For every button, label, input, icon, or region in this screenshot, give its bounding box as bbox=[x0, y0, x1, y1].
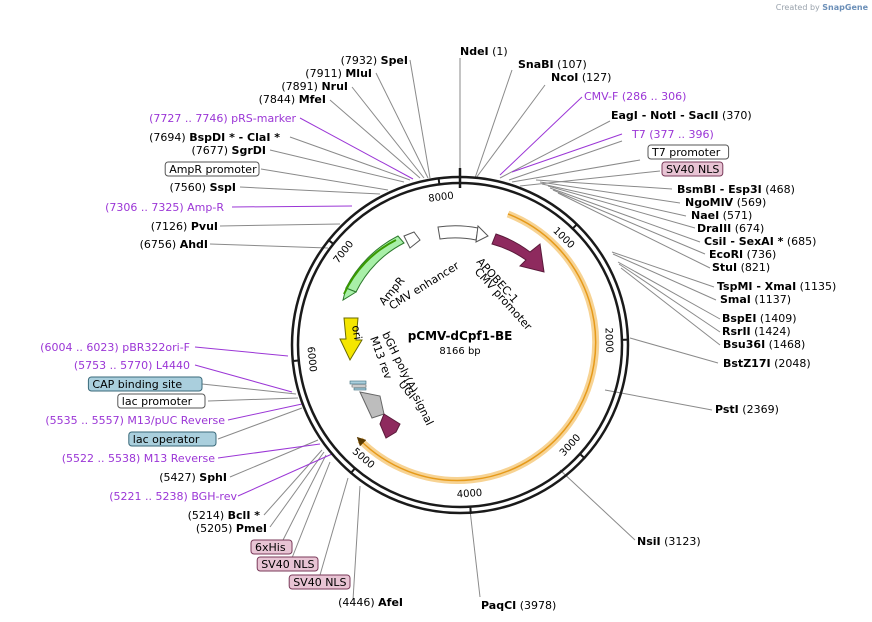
bgh-feature bbox=[359, 391, 385, 419]
cmv-promoter-label: CMV promoter bbox=[472, 265, 535, 333]
apobec-feature bbox=[491, 233, 545, 273]
tick-label: 4000 bbox=[456, 488, 482, 501]
feature-box-label: CAP binding site bbox=[92, 378, 182, 391]
right-labels: NdeI (1) SnaBI (107)NcoI (127) CMV-F (286 … bbox=[460, 45, 836, 612]
enzyme-label: (7677) SgrDI bbox=[191, 144, 266, 157]
feature-box bbox=[288, 574, 351, 590]
tick-mark bbox=[349, 466, 357, 475]
enzyme-label: DraIII (674) bbox=[697, 222, 764, 235]
tick-mark bbox=[291, 359, 300, 363]
enzyme-label: (5427) SphI bbox=[159, 471, 227, 484]
primer-label: CMV-F (286 .. 306) bbox=[584, 90, 686, 103]
enzyme-label: SmaI (1137) bbox=[720, 293, 791, 306]
leader-lines bbox=[201, 58, 721, 601]
enzyme-label: NgoMIV (569) bbox=[685, 196, 766, 209]
enzyme-label: CsiI - SexAI * (685) bbox=[704, 235, 816, 248]
enzyme-label: EcoRI (736) bbox=[709, 248, 776, 261]
enzyme-label: RsrII (1424) bbox=[722, 325, 791, 338]
plasmid-size: 8166 bp bbox=[439, 346, 480, 357]
feature-box bbox=[661, 161, 724, 177]
enzyme-label: StuI (821) bbox=[712, 261, 770, 274]
feature-box-label: lac promoter bbox=[122, 395, 193, 408]
primer-label: (7306 .. 7325) Amp-R bbox=[105, 201, 224, 214]
feature-box bbox=[256, 556, 319, 572]
enzyme-label: BstZ17I (2048) bbox=[723, 357, 811, 370]
enzyme-label: (6756) AhdI bbox=[140, 238, 208, 251]
cmv-enhancer-feature bbox=[437, 225, 479, 241]
primer-label: (5753 .. 5770) L4440 bbox=[74, 359, 190, 372]
credit: Created by SnapGene bbox=[776, 3, 868, 12]
enzyme-label: PaqCI (3978) bbox=[481, 599, 556, 612]
tick-label: 6000 bbox=[305, 346, 318, 372]
feature-box-label: SV40 NLS bbox=[261, 558, 314, 571]
enzyme-label: NaeI (571) bbox=[691, 209, 752, 222]
feature-box bbox=[117, 393, 206, 409]
feature-box bbox=[647, 144, 730, 160]
enzyme-label: (7891) NruI bbox=[281, 80, 348, 93]
enzyme-label: (7560) SspI bbox=[169, 181, 236, 194]
primer-leader-lines bbox=[194, 96, 623, 497]
primer-label: (7727 .. 7746) pRS-marker bbox=[149, 112, 296, 125]
tick-mark bbox=[578, 452, 586, 460]
enzyme-label: (7126) PvuI bbox=[151, 220, 218, 233]
tick-label: 8000 bbox=[428, 191, 455, 205]
enzyme-label: (7694) BspDI * - ClaI * bbox=[149, 131, 280, 144]
tick-mark bbox=[327, 238, 335, 246]
feature-box-label: AmpR promoter bbox=[169, 163, 257, 176]
enzyme-label: TspMI - XmaI (1135) bbox=[717, 280, 836, 293]
enzyme-label: SnaBI (107) bbox=[518, 58, 587, 71]
credit-prefix: Created by bbox=[775, 3, 820, 12]
primer-label: (5221 .. 5238) BGH-rev bbox=[109, 490, 237, 503]
tick-label: 2000 bbox=[602, 327, 614, 353]
enzyme-label: (4446) AfeI bbox=[338, 596, 403, 609]
enzyme-label: (7844) MfeI bbox=[259, 93, 326, 106]
feature-box bbox=[87, 376, 203, 392]
enzyme-label: Bsu36I (1468) bbox=[723, 338, 805, 351]
enzyme-label: NcoI (127) bbox=[551, 71, 611, 84]
ampr-inner-line bbox=[343, 239, 397, 295]
tick-mark bbox=[437, 177, 441, 186]
snapgene-logo: SnapGene bbox=[822, 3, 868, 12]
primer-label: (5535 .. 5557) M13/pUC Reverse bbox=[45, 414, 225, 427]
ampr-promoter-feature bbox=[403, 231, 421, 249]
feature-box bbox=[128, 431, 217, 447]
tick-mark bbox=[571, 222, 579, 231]
enzyme-label: BsmBI - Esp3I (468) bbox=[677, 183, 795, 196]
feature-box bbox=[164, 161, 260, 177]
enzyme-label: (5214) BclI * bbox=[188, 509, 261, 522]
enzyme-label: (7932) SpeI bbox=[341, 54, 408, 67]
enzyme-label: NdeI (1) bbox=[460, 45, 508, 58]
enzyme-label: (5205) PmeI bbox=[196, 522, 267, 535]
feature-box-label: lac operator bbox=[133, 433, 200, 446]
plasmid-name: pCMV-dCpf1-BE bbox=[408, 329, 513, 343]
primer-label: (6004 .. 6023) pBR322ori-F bbox=[40, 341, 190, 354]
enzyme-label: EagI - NotI - SacII (370) bbox=[611, 109, 752, 122]
feature-box-label: 6xHis bbox=[255, 541, 286, 554]
lac-operator-feature bbox=[353, 387, 367, 391]
feature-box-label: SV40 NLS bbox=[666, 163, 719, 176]
left-labels: (7932) SpeI(7911) MluI(7891) NruI(7844) … bbox=[40, 54, 408, 609]
feature-box-label: SV40 NLS bbox=[293, 576, 346, 589]
primer-label: T7 (377 .. 396) bbox=[631, 128, 714, 141]
lac-promoter-feature bbox=[351, 384, 367, 388]
primer-label: (5522 .. 5538) M13 Reverse bbox=[62, 452, 215, 465]
cap-site-feature bbox=[349, 380, 367, 385]
dcpf1-arc bbox=[356, 213, 597, 482]
enzyme-label: BspEI (1409) bbox=[722, 312, 797, 325]
feature-box-label: T7 promoter bbox=[651, 146, 721, 159]
ugi-feature bbox=[379, 413, 401, 439]
ori-label: ori bbox=[349, 324, 364, 340]
enzyme-label: PstI (2369) bbox=[715, 403, 779, 416]
enzyme-label: NsiI (3123) bbox=[637, 535, 701, 548]
feature-box bbox=[250, 539, 293, 555]
tick-mark bbox=[469, 505, 472, 514]
cmv-enhancer-arrowhead bbox=[475, 224, 489, 243]
ori-feature bbox=[339, 317, 363, 362]
enzyme-label: (7911) MluI bbox=[305, 67, 372, 80]
